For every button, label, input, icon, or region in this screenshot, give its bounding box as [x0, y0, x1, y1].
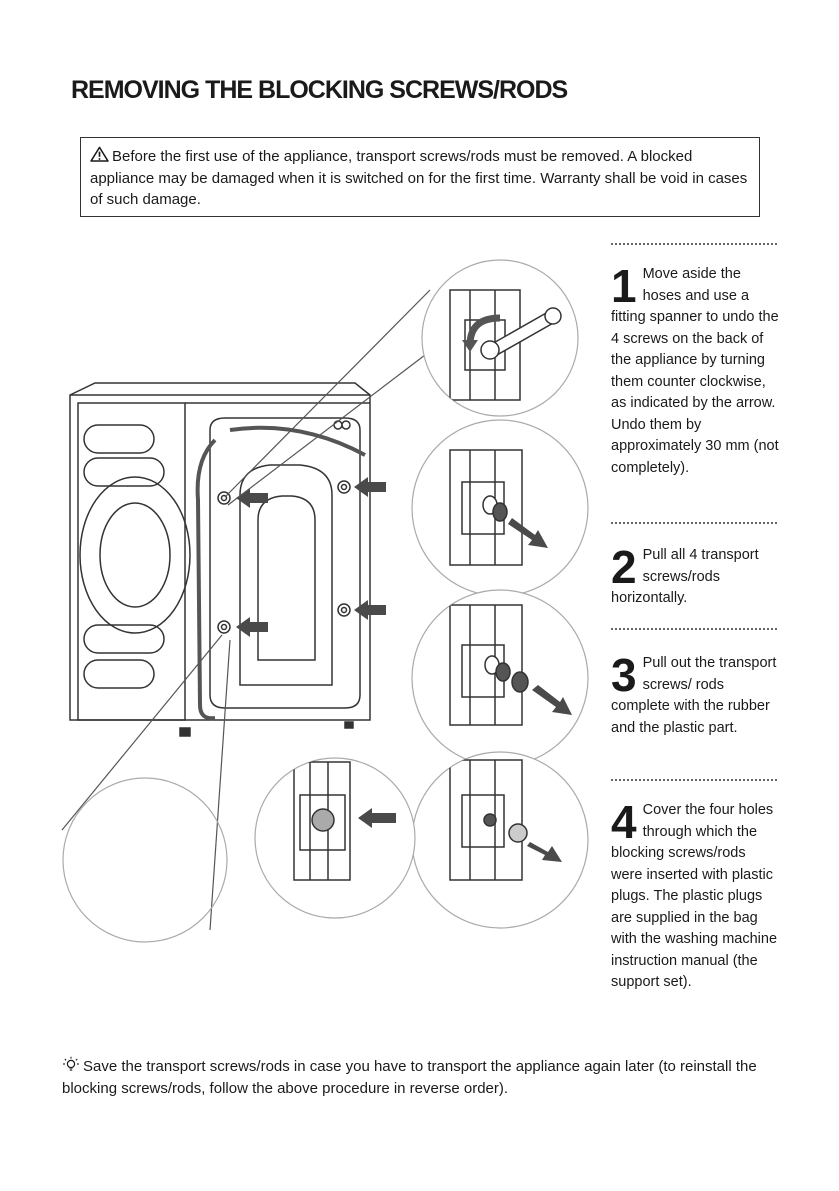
divider-4	[611, 779, 777, 781]
detail-circle-step-4-plugs	[411, 751, 589, 929]
step-number: 4	[611, 796, 637, 848]
warning-text: Before the first use of the appliance, t…	[90, 148, 748, 208]
step-text: Pull all 4 transport screws/rods horizon…	[611, 547, 759, 606]
tip-text: Save the transport screws/rods in case y…	[62, 1058, 757, 1097]
detail-circle-step-3	[411, 589, 589, 767]
step-1: 1 Move aside the hoses and use a fitting…	[611, 260, 781, 479]
step-number: 2	[611, 541, 637, 593]
step-text: Pull out the transport screws/ rods comp…	[611, 655, 777, 736]
step-4: 4 Cover the four holes through which the…	[611, 796, 781, 994]
zoom-circle-empty	[62, 777, 228, 943]
spanner-icon	[480, 307, 562, 360]
detail-circle-step-1	[421, 259, 579, 417]
step-number: 1	[611, 260, 637, 312]
divider-1	[611, 243, 777, 245]
detail-circle-step-2	[411, 419, 589, 597]
page-title: REMOVING THE BLOCKING SCREWS/RODS	[71, 76, 568, 104]
lightbulb-icon	[63, 1056, 79, 1071]
warning-triangle-icon	[90, 146, 109, 162]
step-2: 2 Pull all 4 transport screws/rods horiz…	[611, 541, 781, 610]
step-number: 3	[611, 649, 637, 701]
washing-machine	[69, 382, 371, 737]
step-text: Cover the four holes through which the b…	[611, 802, 778, 990]
washing-machine-illustration	[61, 259, 589, 943]
warning-box: Before the first use of the appliance, t…	[80, 137, 760, 217]
step-3: 3 Pull out the transport screws/ rods co…	[611, 649, 781, 739]
detail-circle-step-4-hole	[254, 757, 416, 919]
detail-connector-lines	[61, 289, 431, 931]
tip-note: Save the transport screws/rods in case y…	[62, 1056, 762, 1100]
divider-2	[611, 522, 777, 524]
step-text: Move aside the hoses and use a fitting s…	[611, 266, 779, 476]
divider-3	[611, 628, 777, 630]
